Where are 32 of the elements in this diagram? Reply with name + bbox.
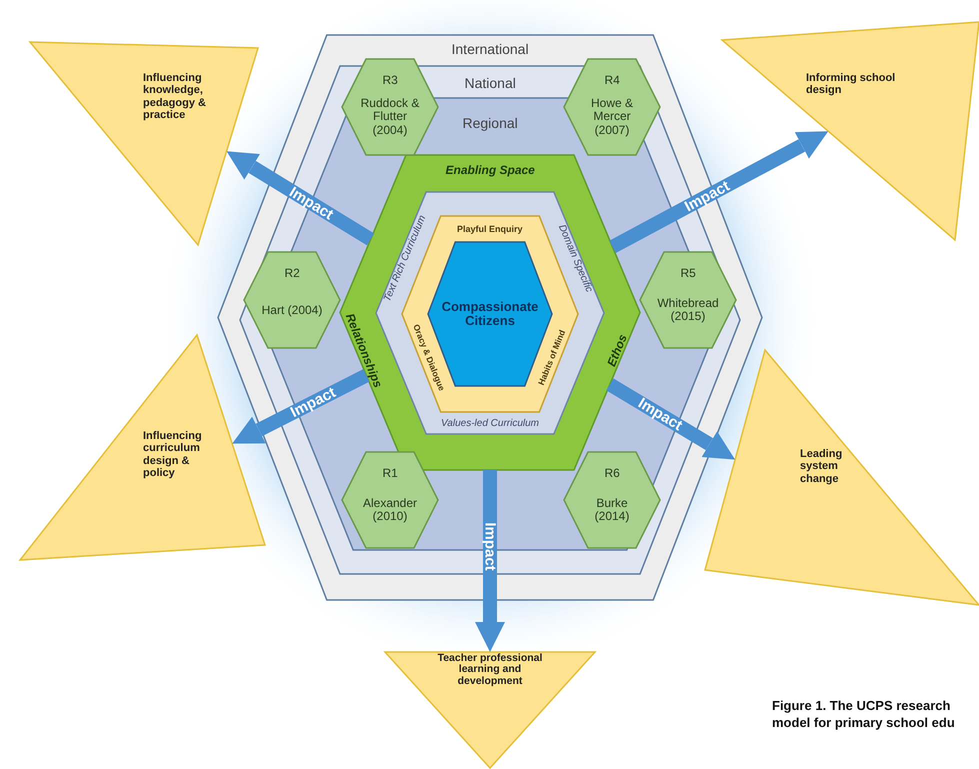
pedagogy-label: Playful Enquiry bbox=[457, 224, 523, 234]
level-label: International bbox=[452, 42, 529, 58]
core-label: Compassionate Citizens bbox=[440, 300, 540, 329]
study-label: Alexander (2010) bbox=[362, 496, 418, 524]
study-label: Ruddock & Flutter (2004) bbox=[360, 97, 420, 138]
outcome-label: Teacher professional learning and development bbox=[436, 652, 544, 688]
study-code: R1 bbox=[382, 466, 398, 480]
impact-arrow bbox=[609, 131, 828, 254]
level-label: National bbox=[464, 76, 516, 92]
outcome-label: Influencing knowledge, pedagogy & practice bbox=[143, 72, 207, 122]
study-label: Hart (2004) bbox=[260, 304, 324, 317]
impact-arrow bbox=[475, 470, 505, 652]
study-code: R2 bbox=[284, 266, 300, 280]
study-label: Howe & Mercer (2007) bbox=[590, 97, 634, 138]
impact-arrow bbox=[226, 151, 374, 246]
outcome-label: Informing school design bbox=[806, 72, 896, 97]
theme-label: Ethos bbox=[604, 332, 630, 368]
impact-arrow bbox=[606, 378, 736, 460]
study-label: Whitebread (2015) bbox=[656, 296, 720, 324]
theme-label: Enabling Space bbox=[446, 164, 535, 177]
study-code: R5 bbox=[680, 266, 696, 280]
figure-caption: Figure 1. The UCPS research model for primary school edu bbox=[772, 698, 956, 732]
study-label: Burke (2014) bbox=[594, 496, 630, 524]
curriculum-label: Values-led Curriculum bbox=[441, 418, 539, 429]
study-code: R3 bbox=[382, 74, 398, 87]
study-code: R4 bbox=[604, 74, 620, 87]
outcome-label: Leading system change bbox=[800, 448, 844, 485]
outcome-label: Influencing curriculum design & policy bbox=[143, 430, 203, 480]
impact-arrow bbox=[232, 369, 370, 444]
study-code: R6 bbox=[604, 466, 620, 480]
edge-label: Impact bbox=[482, 522, 499, 570]
level-label: Regional bbox=[462, 116, 518, 132]
